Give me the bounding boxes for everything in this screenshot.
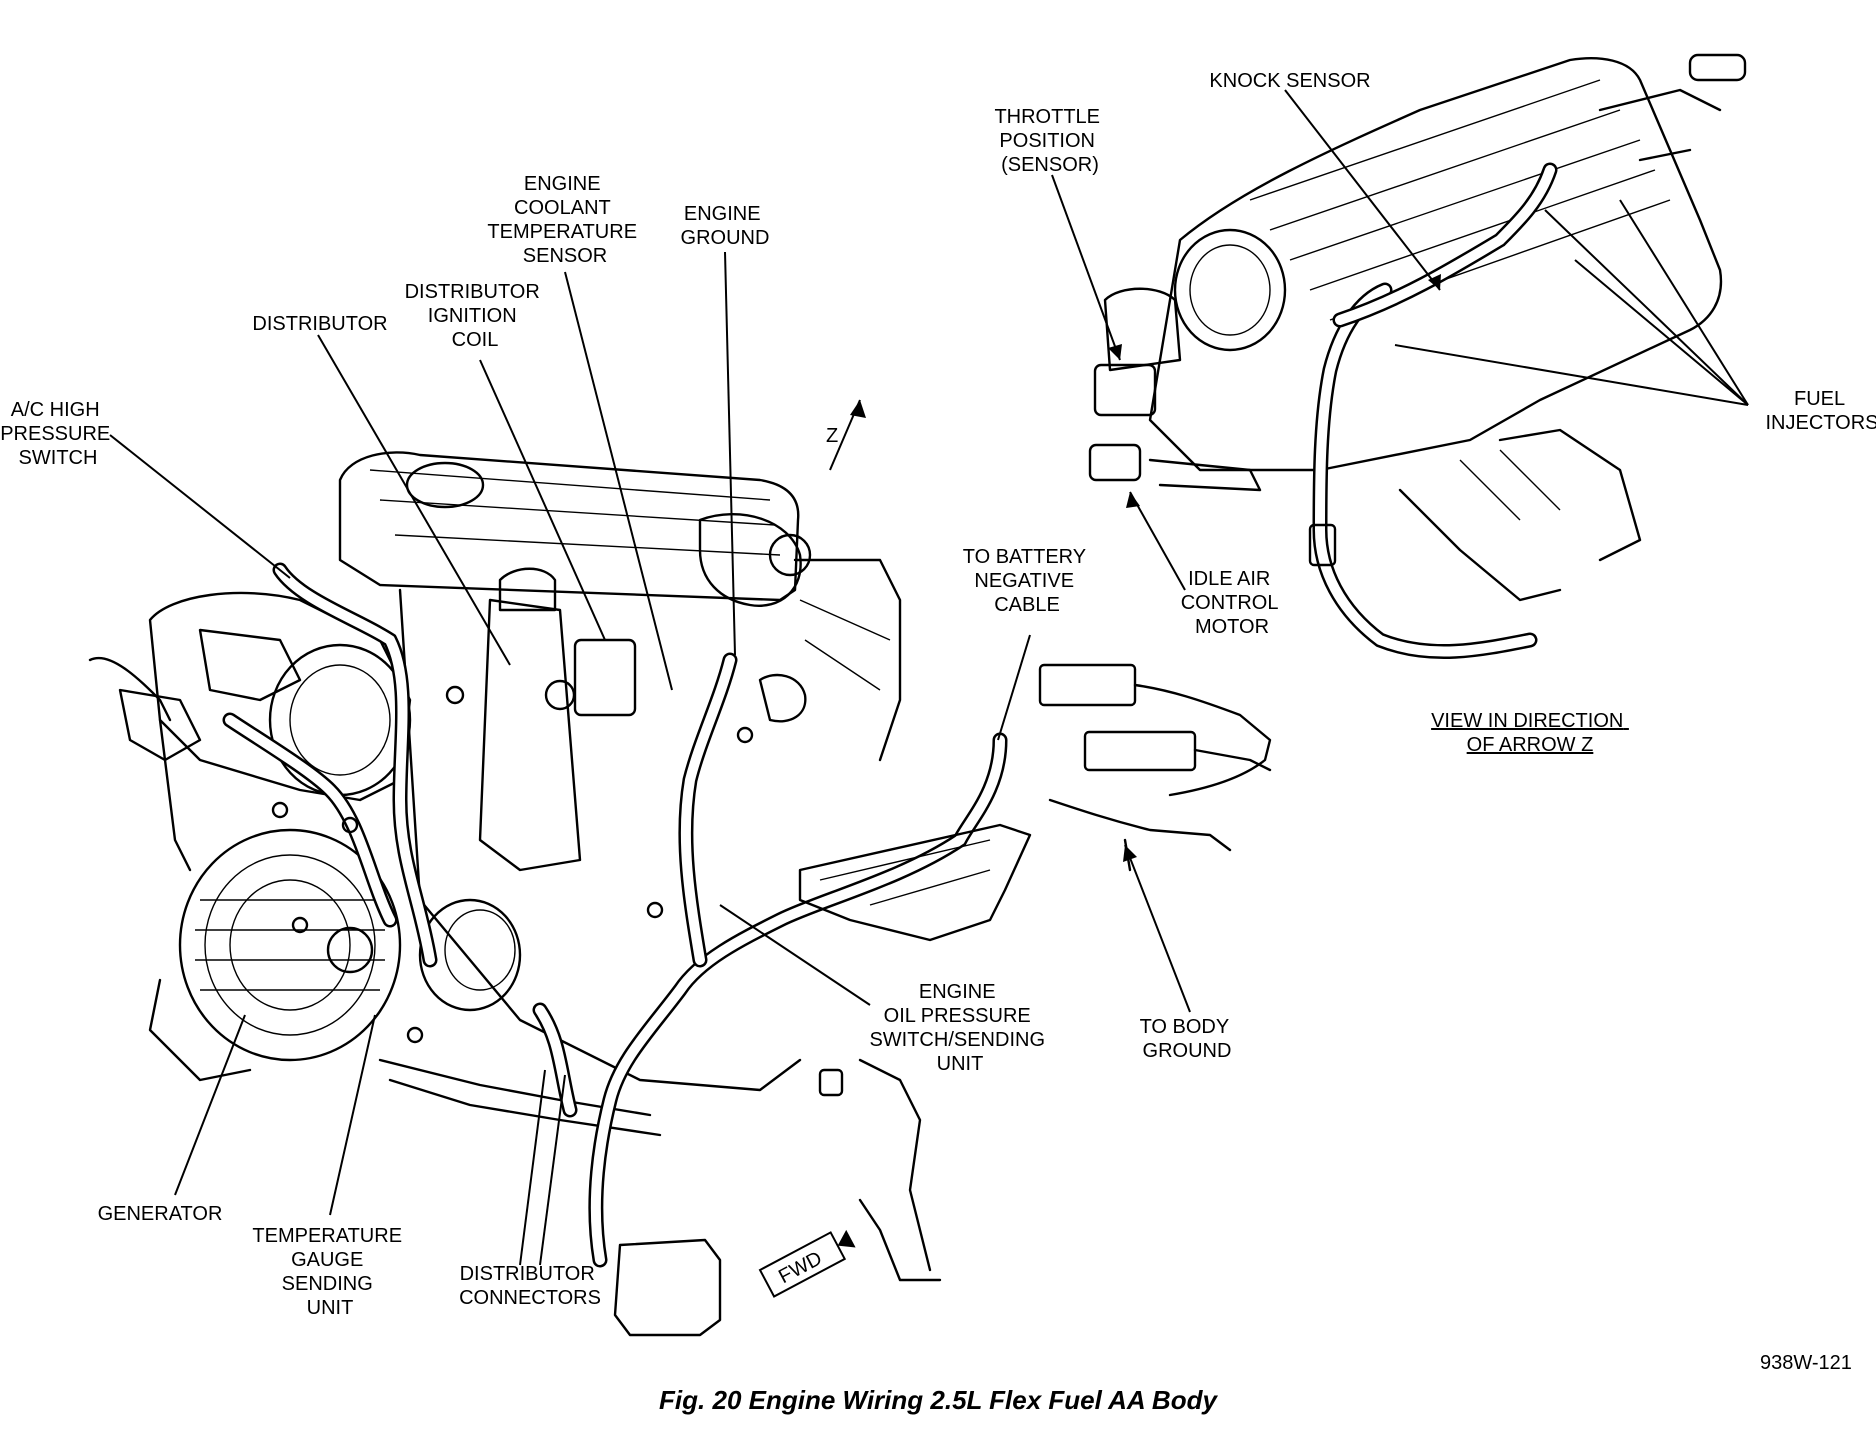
callout-labels: A/C HIGH PRESSURE SWITCH DISTRIBUTOR DIS… <box>0 70 1876 1319</box>
oil-filler-cap <box>405 461 485 509</box>
label-to-battery-negative-cable: TO BATTERY NEGATIVE CABLE <box>963 546 1092 616</box>
label-ac-high-pressure-switch: A/C HIGH PRESSURE SWITCH <box>0 399 116 469</box>
idle-air-control-motor-body <box>1088 443 1142 482</box>
label-engine-oil-pressure-switch: ENGINE OIL PRESSURE SWITCH/SENDING UNIT <box>869 981 1050 1075</box>
arrow-z-marker: Z <box>826 399 866 471</box>
fwd-marker: FWD <box>758 1229 856 1298</box>
ignition-coil <box>573 638 637 717</box>
main-engine-illustration <box>88 451 1272 1337</box>
figure-caption: Fig. 20 Engine Wiring 2.5L Flex Fuel AA … <box>659 1385 1217 1415</box>
battery-connector <box>1038 663 1137 707</box>
label-temperature-gauge-sending-unit: TEMPERATURE GAUGE SENDING UNIT <box>252 1225 407 1319</box>
oil-filter <box>418 898 522 1012</box>
label-distributor-connectors: DISTRIBUTOR CONNECTORS <box>459 1263 601 1309</box>
label-distributor-ignition-coil: DISTRIBUTOR IGNITION COIL <box>405 281 546 351</box>
label-view-in-direction: VIEW IN DIRECTION OF ARROW Z <box>1431 710 1629 756</box>
leader-lines <box>109 89 1749 1266</box>
throttle-position-sensor-body <box>1093 363 1157 417</box>
label-knock-sensor: KNOCK SENSOR <box>1209 70 1370 92</box>
label-generator: GENERATOR <box>98 1203 223 1225</box>
distributor-body <box>478 598 582 872</box>
arrow-z-label: Z <box>826 425 838 447</box>
inset-view-arrow-z <box>1088 53 1747 659</box>
label-throttle-position-sensor: THROTTLE POSITION (SENSOR) <box>994 106 1105 176</box>
label-to-body-ground: TO BODY GROUND <box>1140 1016 1235 1062</box>
connector-box <box>613 1238 722 1337</box>
label-idle-air-control-motor: IDLE AIR CONTROL MOTOR <box>1181 568 1284 638</box>
label-engine-ground: ENGINE GROUND <box>681 203 770 249</box>
battery-tray <box>798 823 1032 942</box>
label-fuel-injectors: FUEL INJECTORS <box>1766 388 1876 434</box>
label-engine-coolant-temperature-sensor: ENGINE COOLANT TEMPERATURE SENSOR <box>487 173 642 267</box>
label-distributor: DISTRIBUTOR <box>252 313 387 335</box>
generator-body <box>178 828 402 1062</box>
figure-id: 938W-121 <box>1760 1352 1852 1374</box>
